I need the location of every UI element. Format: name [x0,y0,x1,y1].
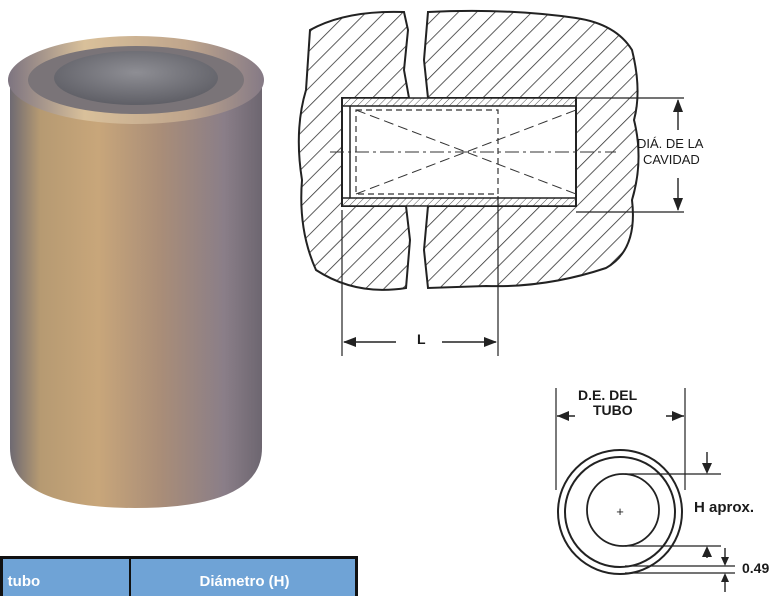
cavity-diameter-label: DIÁ. DE LA [637,136,704,151]
table-header-diameter: Diámetro (H) [199,573,290,590]
cavity-cross-section-diagram [297,9,684,356]
left-hatched-block [297,10,412,291]
tube-od-label-line2: TUBO [593,402,633,418]
right-hatched-block [422,9,640,290]
cavity-diameter-label-line2: CAVIDAD [643,152,700,167]
spec-table-header: el tubo Diámetro (H) [0,556,358,596]
height-approx-label: H aprox. [694,499,755,516]
table-header-tube: el tubo [3,573,41,590]
tube-end-view-diagram: + [555,388,735,592]
center-mark: + [616,504,624,519]
gap-dimension-label: 0.49 [742,560,770,576]
tube-wall-top [341,97,577,107]
table-column-divider [129,559,131,596]
length-dimension-label: L [417,331,426,347]
tube-outer-circle [557,449,683,575]
rod-circle [586,473,660,547]
tube-inner-wall-circle [564,456,676,568]
tube-od-label: D.E. DEL [578,387,638,403]
sleeve-tube-photo [8,36,264,508]
tube-wall-bottom [341,197,577,207]
